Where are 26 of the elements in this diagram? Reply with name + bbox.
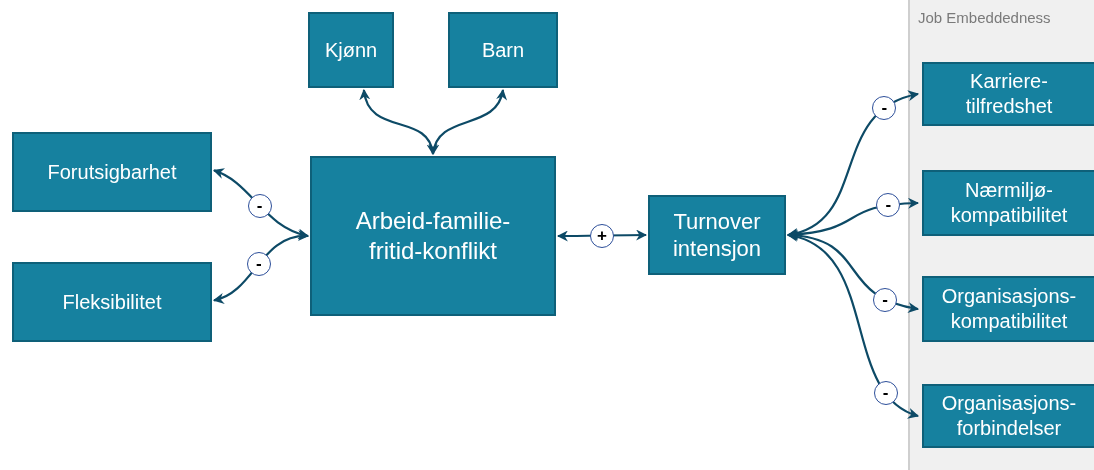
concept-box: Nærmiljø-kompatibilitet <box>922 170 1094 236</box>
curved-arrow <box>360 88 437 156</box>
concept-box: Kjønn <box>308 12 394 88</box>
concept-box: Fleksibilitet <box>12 262 212 342</box>
sign-label: - <box>873 287 898 312</box>
sign-label: - <box>246 251 271 276</box>
concept-box: Karriere-tilfredshet <box>922 62 1094 126</box>
curved-arrow <box>429 88 506 156</box>
concept-box: Organisasjons-kompatibilitet <box>922 276 1094 342</box>
panel-heading: Job Embeddedness <box>918 9 1051 26</box>
curved-arrow <box>786 91 920 238</box>
sign-label: + <box>590 223 614 248</box>
sign-label: - <box>872 95 897 120</box>
curved-arrow <box>212 231 310 303</box>
concept-box: Forutsigbarhet <box>12 132 212 212</box>
concept-box: Barn <box>448 12 558 88</box>
concept-box: Organisasjons-forbindelser <box>922 384 1094 448</box>
sign-label: - <box>876 193 901 218</box>
group-panel <box>908 0 1094 470</box>
curved-arrow <box>786 232 919 417</box>
curved-arrow <box>213 169 310 239</box>
sign-label: - <box>247 193 272 218</box>
curved-arrow <box>556 229 648 242</box>
sign-label: - <box>873 381 898 406</box>
concept-box: Turnover intensjon <box>648 195 786 275</box>
concept-box: Arbeid-familie-fritid-konflikt <box>310 156 556 316</box>
